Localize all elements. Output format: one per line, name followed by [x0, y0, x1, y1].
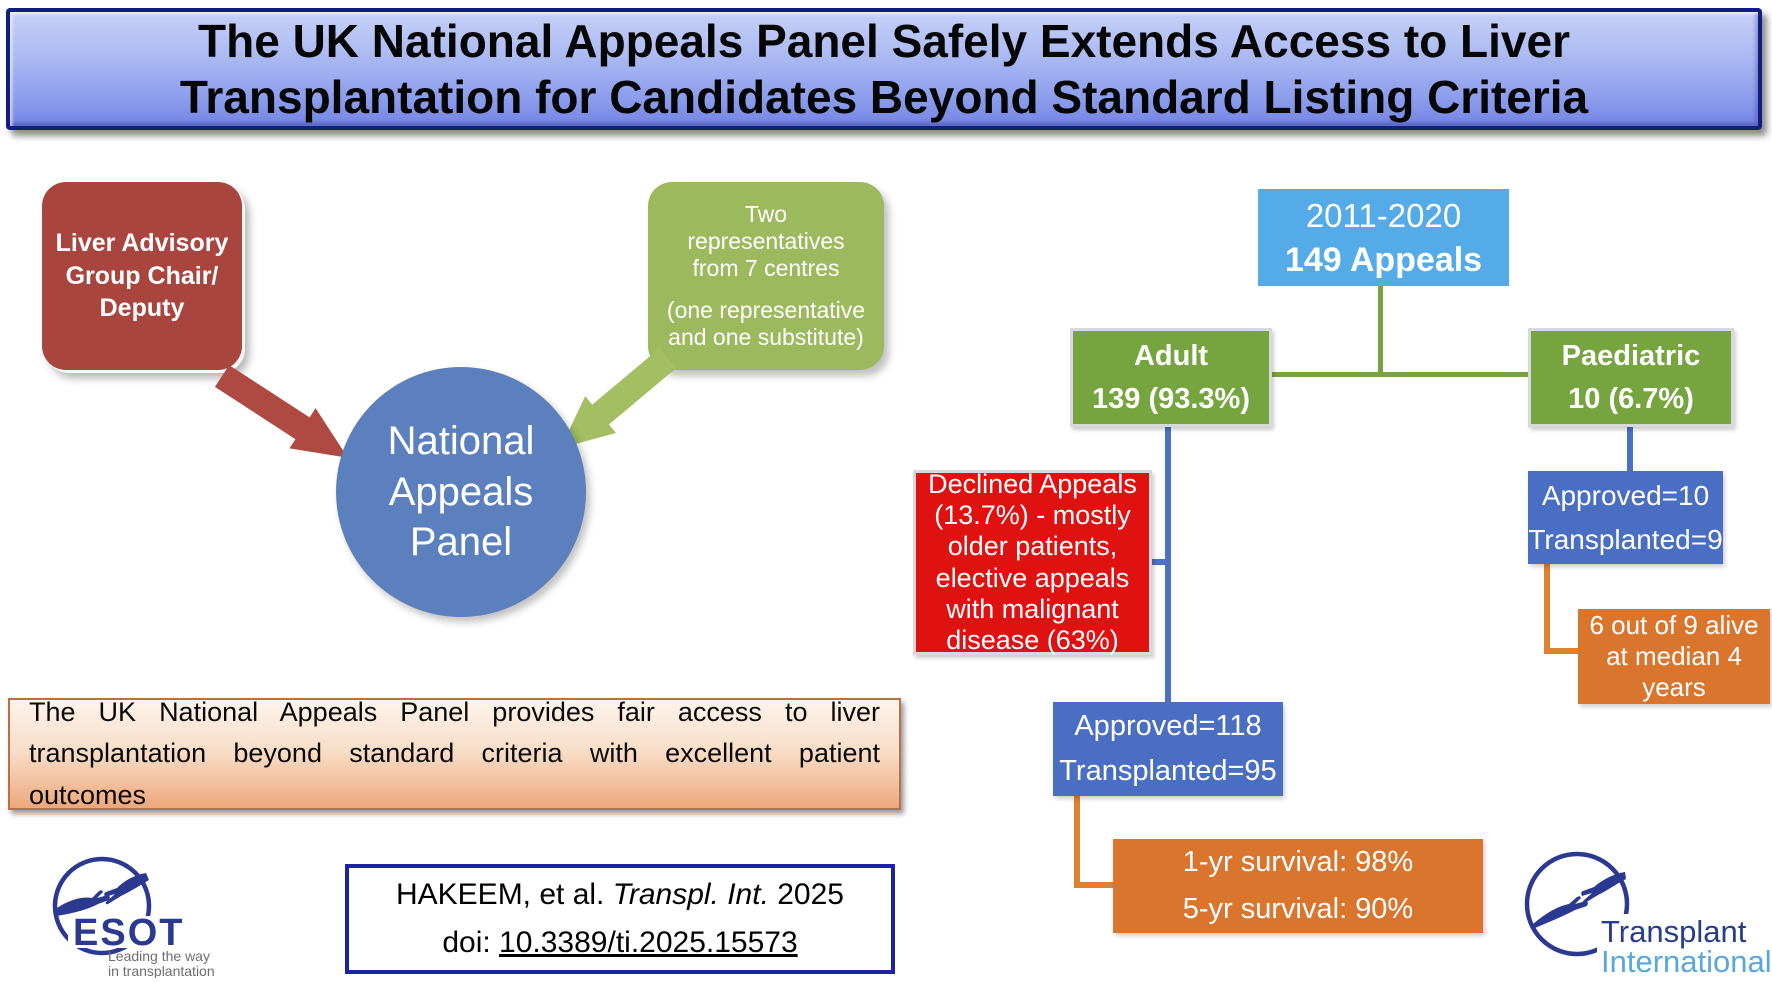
ti-hands-icon: [1581, 872, 1626, 904]
chair-arrow-icon: [214, 365, 348, 458]
connector-adult-vertical: [1165, 427, 1171, 703]
paediatric-value: 10 (6.7%): [1568, 382, 1694, 415]
esot-wordmark: ESOT: [73, 912, 184, 954]
paediatric-transplanted: Transplanted=9: [1528, 523, 1723, 555]
title-line-2: Transplantation for Candidates Beyond St…: [179, 71, 1589, 123]
citation-reference: HAKEEM, et al. Transpl. Int. 2025: [396, 871, 844, 919]
declined-appeals-box: Declined Appeals (13.7%) - mostly older …: [913, 468, 1152, 656]
representatives-arrow-icon: [560, 348, 677, 448]
connector-declined-stub: [1150, 559, 1166, 565]
paediatric-survival-box: 6 out of 9 alive at median 4 years: [1578, 609, 1770, 704]
circle-line: National: [387, 418, 535, 463]
representatives-text-1: Two representatives from 7 centres: [687, 201, 845, 282]
paediatric-outcome-box: Approved=10 Transplanted=9: [1528, 471, 1723, 564]
appeals-count: 149 Appeals: [1284, 240, 1483, 279]
doi-label: doi:: [442, 926, 491, 959]
connector-paediatric-survival-vertical: [1544, 564, 1550, 654]
doi-link[interactable]: 10.3389/ti.2025.15573: [499, 926, 798, 959]
citation-journal: Transpl. Int.: [612, 878, 769, 911]
summary-line-2: transplantation beyond standard criteria…: [29, 738, 880, 810]
summary-box: The UK National Appeals Panel provides f…: [8, 697, 901, 810]
adult-transplanted: Transplanted=95: [1059, 755, 1277, 787]
summary-line-1: The UK National Appeals Panel provides f…: [29, 697, 880, 728]
esot-circle-icon: [52, 856, 152, 956]
connector-paediatric-vertical: [1627, 427, 1633, 472]
adult-survival-box: 1-yr survival: 98% 5-yr survival: 90%: [1113, 839, 1483, 933]
chair-box-line: Deputy: [99, 294, 185, 323]
ti-wordmark-1: Transplant: [1601, 914, 1747, 949]
chair-box-line: Liver Advisory: [55, 229, 229, 258]
transplant-international-logo: Transplant International: [1505, 838, 1772, 979]
paediatric-survival-text: 6 out of 9 alive at median 4 years: [1589, 609, 1759, 703]
liver-advisory-chair-box: Liver Advisory Group Chair/ Deputy: [42, 182, 242, 370]
citation-authors: HAKEEM, et al.: [395, 878, 605, 911]
citation-year: 2025: [777, 878, 844, 911]
ti-hands-icon: [1533, 896, 1588, 928]
connector-adult-survival-vertical: [1074, 796, 1080, 888]
connector-paediatric-survival-horizontal: [1544, 648, 1580, 654]
adult-outcome-box: Approved=118 Transplanted=95: [1053, 702, 1283, 796]
title-line-1: The UK National Appeals Panel Safely Ext…: [198, 14, 1570, 67]
representatives-text-2: (one representative and one substitute): [666, 296, 866, 350]
appeals-root-box: 2011-2020 149 Appeals: [1258, 189, 1509, 286]
paediatric-approved: Approved=10: [1541, 480, 1710, 512]
citation-doi-line: doi: 10.3389/ti.2025.15573: [442, 919, 797, 967]
national-appeals-panel-circle: National Appeals Panel: [336, 367, 586, 617]
title-banner: The UK National Appeals Panel Safely Ext…: [6, 8, 1762, 130]
representatives-box: Two representatives from 7 centres (one …: [648, 182, 884, 370]
paediatric-branch-box: Paediatric 10 (6.7%): [1528, 328, 1734, 427]
adult-branch-box: Adult 139 (93.3%): [1070, 328, 1272, 427]
connector-branch-horizontal: [1272, 372, 1530, 377]
esot-hands-icon: [104, 873, 149, 905]
paediatric-label: Paediatric: [1561, 340, 1701, 373]
adult-label: Adult: [1133, 340, 1209, 373]
circle-line: Appeals: [388, 469, 534, 514]
esot-logo: ESOT Leading the way in transplantation: [40, 846, 300, 979]
adult-survival-5yr: 5-yr survival: 90%: [1182, 893, 1414, 925]
esot-tagline-2: in transplantation: [108, 963, 215, 978]
connector-root-vertical: [1378, 285, 1383, 377]
citation-box: HAKEEM, et al. Transpl. Int. 2025 doi: 1…: [345, 864, 895, 974]
adult-survival-1yr: 1-yr survival: 98%: [1182, 846, 1414, 879]
adult-approved: Approved=118: [1074, 710, 1262, 743]
adult-value: 139 (93.3%): [1092, 382, 1250, 415]
declined-appeals-text: Declined Appeals (13.7%) - mostly older …: [928, 468, 1137, 656]
ti-wordmark-2: International: [1601, 944, 1772, 978]
appeals-period: 2011-2020: [1305, 196, 1462, 234]
esot-hands-icon: [54, 890, 110, 916]
circle-line: Panel: [409, 520, 513, 565]
ti-circle-icon: [1524, 851, 1630, 957]
chair-box-line: Group Chair/: [65, 261, 219, 290]
connector-adult-survival-horizontal: [1074, 882, 1114, 888]
esot-tagline-1: Leading the way: [108, 948, 210, 964]
